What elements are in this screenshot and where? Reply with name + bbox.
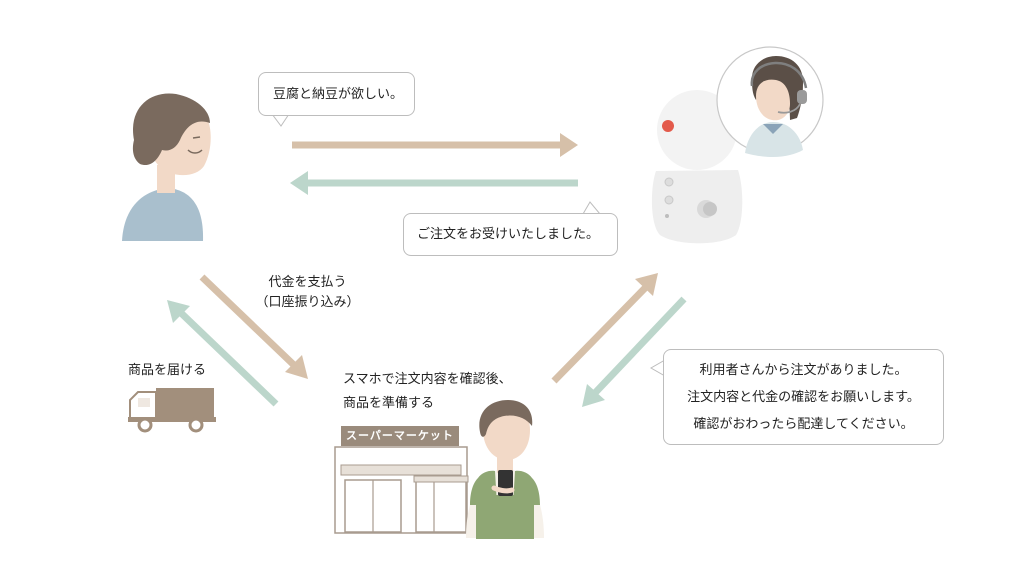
operator-message-line3: 確認がおわったら配達してください。 [693, 417, 914, 432]
arrow-request-to-robot [292, 133, 578, 157]
store-action-label: スマホで注文内容を確認後、 商品を準備する [343, 368, 512, 416]
payment-line1: 代金を支払う [268, 275, 347, 290]
operator-message-line1: 利用者さんから注文がありました。 [699, 363, 908, 378]
operator-with-headset [716, 46, 824, 157]
store-action-line2: 商品を準備する [343, 396, 435, 411]
payment-label: 代金を支払う （口座振り込み） [250, 273, 365, 313]
robot-device [651, 89, 743, 244]
payment-line2: （口座振り込み） [255, 295, 360, 310]
supermarket-storefront [334, 446, 469, 534]
supermarket-sign: スーパーマーケット [341, 426, 459, 446]
customer-figure [122, 93, 211, 241]
customer-request-text: 豆腐と納豆が欲しい。 [273, 87, 404, 102]
delivery-truck [128, 388, 216, 433]
store-staff-with-phone [466, 400, 544, 539]
store-action-line1: スマホで注文内容を確認後、 [343, 372, 512, 387]
order-confirmation-text: ご注文をお受けいたしました。 [417, 227, 600, 242]
operator-message-bubble: 利用者さんから注文がありました。 注文内容と代金の確認をお願いします。 確認がお… [663, 349, 944, 445]
order-confirmation-bubble: ご注文をお受けいたしました。 [403, 213, 618, 256]
customer-request-bubble: 豆腐と納豆が欲しい。 [258, 72, 415, 116]
arrow-store-to-robot [551, 273, 658, 384]
arrow-delivery-to-customer [167, 300, 279, 407]
arrow-robot-to-store [582, 296, 687, 407]
arrow-confirmation-to-customer [290, 171, 578, 195]
arrow-payment-to-store [199, 274, 308, 379]
operator-message-line2: 注文内容と代金の確認をお願いします。 [687, 390, 920, 405]
delivery-label: 商品を届ける [128, 363, 207, 378]
